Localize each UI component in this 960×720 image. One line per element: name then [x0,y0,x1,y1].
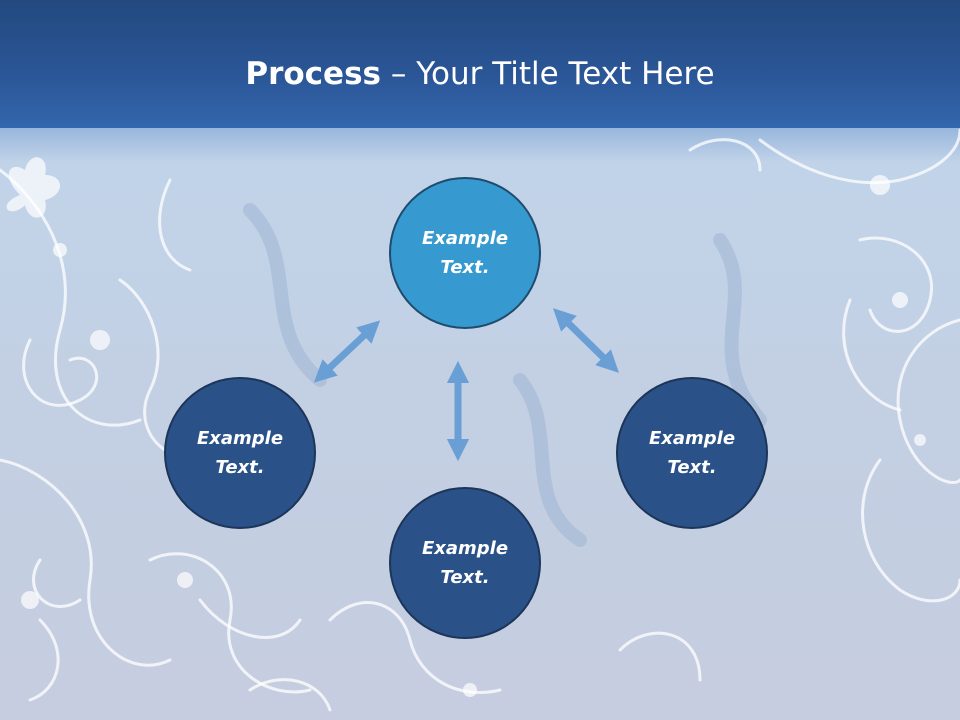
node-left-line1: Example [196,428,284,449]
slide-title: Process – Your Title Text Here [0,52,960,96]
title-bold: Process [245,56,381,92]
node-left-line2: Text. [215,457,265,478]
title-rest: – Your Title Text Here [381,56,715,92]
node-right-line2: Text. [667,457,717,478]
node-bottom-line2: Text. [440,567,490,588]
arrow-top-right [553,308,619,373]
node-bottom-line1: Example [421,538,509,559]
node-top-line1: Example [421,228,509,249]
title-banner [0,0,960,128]
arrow-top-left [313,320,381,383]
banner-fade [0,128,960,162]
node-top-line2: Text. [440,257,490,278]
node-right-line1: Example [648,428,736,449]
